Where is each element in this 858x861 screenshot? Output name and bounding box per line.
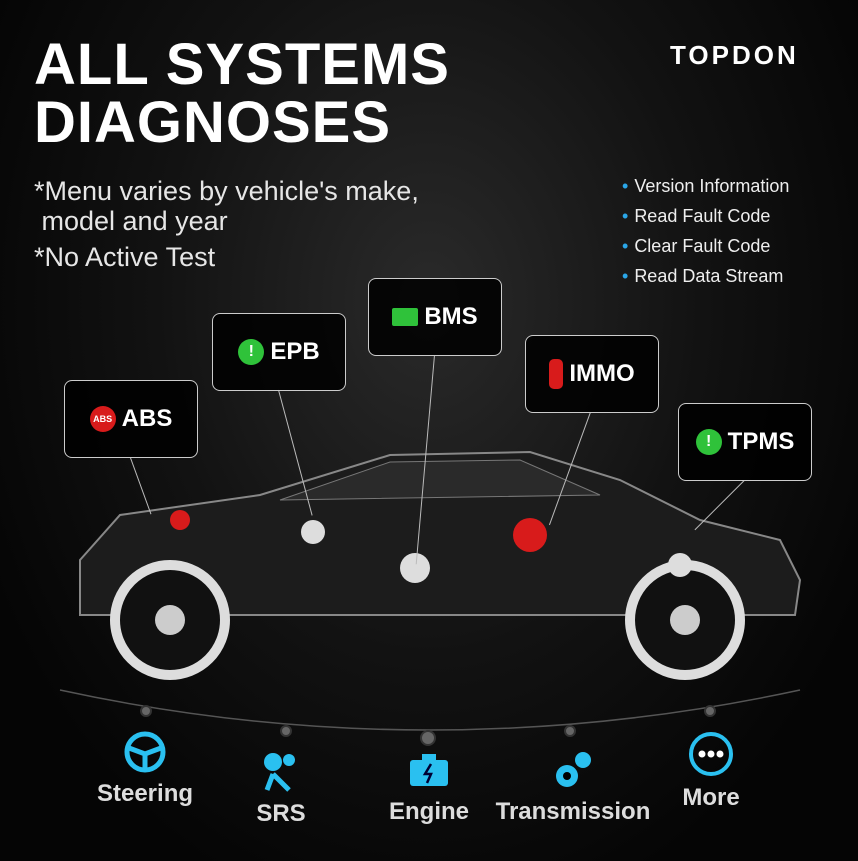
gears-icon	[556, 752, 591, 787]
airbag-icon	[264, 753, 295, 792]
module-epb: ! EPB	[212, 313, 346, 391]
engine-icon	[410, 754, 448, 786]
feature-item: •Clear Fault Code	[622, 236, 771, 256]
steering-wheel-icon	[124, 731, 166, 773]
module-abs: ABS ABS	[64, 380, 198, 458]
parking-brake-icon: !	[238, 339, 265, 365]
note-menu-2: model and year	[34, 206, 228, 236]
system-steering: Steering	[65, 730, 225, 808]
module-immo: IMMO	[525, 335, 659, 413]
module-bms: BMS	[368, 278, 502, 356]
ok-marker-icon	[400, 553, 430, 583]
ok-marker-icon	[668, 553, 692, 577]
ok-marker-icon	[301, 520, 325, 544]
system-engine: Engine	[349, 752, 509, 826]
tire-pressure-icon: !	[695, 429, 722, 455]
feature-item: •Version Information	[622, 176, 790, 196]
abs-icon: ABS	[89, 406, 116, 432]
system-srs: SRS	[201, 750, 361, 828]
note-menu: *Menu varies by vehicle's make,	[34, 176, 419, 206]
brand-logo: TOPDON	[670, 40, 799, 70]
battery-icon	[392, 308, 419, 326]
note-active-test: *No Active Test	[34, 242, 216, 272]
fault-marker-icon	[170, 510, 190, 530]
car-illustration	[79, 450, 802, 680]
module-tpms: ! TPMS	[678, 403, 812, 481]
fault-marker-icon	[513, 518, 547, 552]
system-transmission: Transmission	[493, 748, 653, 826]
key-fob-icon	[549, 359, 564, 389]
more-icon	[689, 732, 733, 776]
feature-item: •Read Data Stream	[622, 266, 784, 286]
feature-item: •Read Fault Code	[622, 206, 771, 226]
system-more: More	[631, 730, 791, 812]
